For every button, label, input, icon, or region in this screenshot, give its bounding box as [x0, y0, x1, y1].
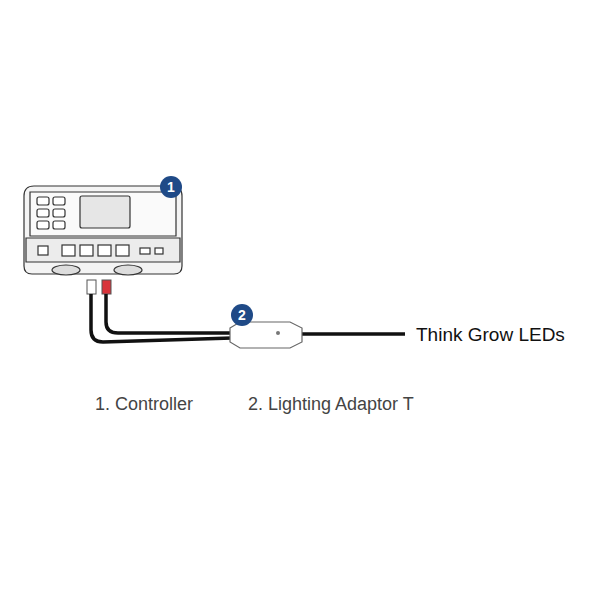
white-plug [87, 280, 96, 294]
part-name: 1. Controller [95, 395, 193, 413]
output-label: Think Grow LEDs [416, 325, 565, 344]
callout-number: 1 [167, 180, 175, 194]
callout-circle [160, 176, 182, 198]
callout-circle [231, 304, 253, 326]
part-name: 2. Lighting Adaptor T [248, 395, 414, 413]
red-plug [102, 280, 111, 294]
controller-drawing [24, 186, 182, 275]
callout-number: 2 [238, 308, 246, 322]
